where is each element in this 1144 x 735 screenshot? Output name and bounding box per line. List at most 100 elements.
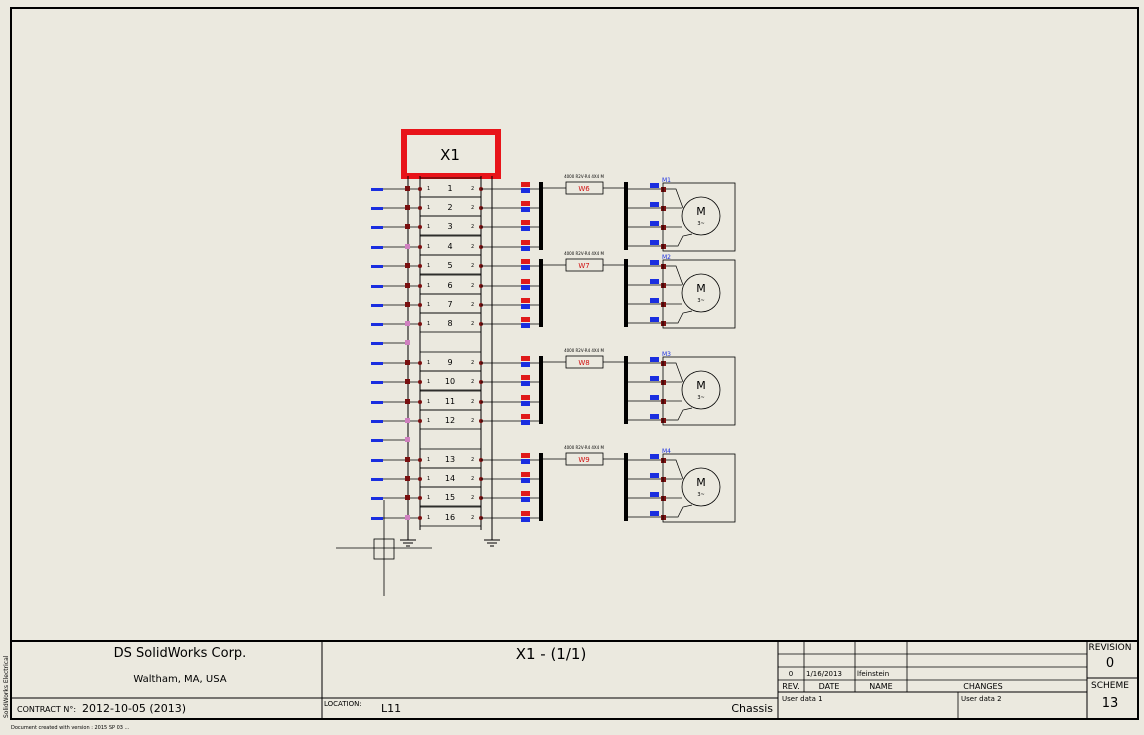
cable-spec: 4000 R2V-R4 4X4 M [564, 348, 604, 353]
wire-end-left [371, 362, 383, 365]
cable-spec: 4000 R2V-R4 4X4 M [564, 251, 604, 256]
terminal-number: 15 [445, 493, 455, 502]
cable-label-box [565, 452, 604, 466]
wire-end-left [371, 265, 383, 268]
connection-node [418, 477, 422, 481]
motor-internal-wire [666, 407, 693, 421]
motor-phase-label: 3~ [697, 395, 704, 401]
motor-phase-label: 3~ [697, 298, 704, 304]
cable-right-bar [624, 182, 628, 250]
motor-phase-label: 3~ [697, 221, 704, 227]
connection-node [418, 303, 422, 307]
cable-label: W9 [578, 456, 589, 464]
connection-node [418, 419, 422, 423]
terminal-number: 5 [447, 261, 452, 270]
terminal-pin-right: 2 [471, 379, 474, 385]
terminal-number: 1 [447, 184, 452, 193]
wire-end-left [371, 459, 383, 462]
location-value: L11 [381, 702, 401, 715]
terminal-pin-right: 2 [471, 224, 474, 230]
connection-node-left [405, 379, 410, 384]
rev-row-date: 1/16/2013 [806, 670, 842, 678]
terminal-pin-right: 2 [471, 399, 474, 405]
connection-node [418, 380, 422, 384]
contract-value: 2012-10-05 (2013) [82, 702, 186, 715]
cable-left-bar [539, 259, 543, 327]
wire-end-blue [521, 207, 530, 212]
cable-label: W7 [578, 262, 589, 270]
terminal-pin-right: 2 [471, 321, 474, 327]
connection-node-left [405, 457, 410, 462]
ground-symbol-left [400, 539, 416, 547]
terminal-pin-left: 1 [427, 205, 430, 211]
motor-box [662, 182, 736, 252]
location-label: LOCATION: [324, 700, 362, 708]
side-product-text: SolidWorks Electrical [3, 655, 10, 718]
wire-end-blue [521, 478, 530, 483]
terminal-number: 6 [447, 281, 452, 290]
motor-node [661, 361, 666, 366]
wire-end-blue [521, 304, 530, 309]
motor-node [661, 477, 666, 482]
user-data-1: User data 1 [782, 695, 823, 703]
motor-wire-end [650, 357, 659, 362]
wire-end-left [371, 420, 383, 423]
motor-wire-end [650, 473, 659, 478]
motor-symbol-letter: M [696, 205, 706, 218]
motor-symbol-circle [681, 196, 721, 236]
cable-label-box [565, 258, 604, 272]
wire-end-red [521, 414, 530, 419]
motor-wire-end [650, 202, 659, 207]
wire-end-blue [521, 188, 530, 193]
motor-symbol-letter: M [696, 476, 706, 489]
wire-end-blue [521, 226, 530, 231]
motor-node [661, 380, 666, 385]
motor-wire-end [650, 183, 659, 188]
motor-internal-wire [666, 265, 684, 286]
terminal-pin-right: 2 [471, 244, 474, 250]
cable-label-box [565, 355, 604, 369]
strip-tag[interactable]: X1 [440, 146, 460, 164]
motor-internal-wire [666, 310, 693, 324]
motor-internal-wire [666, 459, 684, 480]
terminal-pin-right: 2 [471, 495, 474, 501]
terminal-pin-right: 2 [471, 360, 474, 366]
connection-node [418, 361, 422, 365]
wire-end-red [521, 317, 530, 322]
terminal-pin-right: 2 [471, 302, 474, 308]
terminal-pin-right: 2 [471, 283, 474, 289]
wire-end-blue [521, 459, 530, 464]
connection-node [418, 516, 422, 520]
wire-end-left [371, 342, 383, 345]
wire-end-blue [521, 381, 530, 386]
terminal-pin-left: 1 [427, 457, 430, 463]
motor-internal-wire [666, 233, 693, 247]
motor-symbol-circle [681, 467, 721, 507]
wire-end-left [371, 401, 383, 404]
wire-end-left [371, 381, 383, 384]
wire-end-blue [521, 323, 530, 328]
connection-node [418, 458, 422, 462]
wire-end-blue [521, 362, 530, 367]
connection-node-left [405, 186, 410, 191]
motor-tag: M2 [662, 254, 671, 261]
scheme-value: 13 [1102, 696, 1119, 711]
wire-end-blue [521, 401, 530, 406]
wire-end-red [521, 395, 530, 400]
user-data-2: User data 2 [961, 695, 1002, 703]
connection-node-left [405, 224, 410, 229]
motor-internal-wire [666, 188, 684, 209]
motor-node [661, 283, 666, 288]
terminal-pin-left: 1 [427, 186, 430, 192]
wire-end-left [371, 207, 383, 210]
terminal-number: 9 [447, 358, 452, 367]
connection-node [418, 225, 422, 229]
motor-wire-end [650, 492, 659, 497]
terminal-pin-left: 1 [427, 244, 430, 250]
wire-end-blue [521, 246, 530, 251]
terminal-pin-left: 1 [427, 321, 430, 327]
cable-spec: 4000 R2V-R4 4X4 M [564, 174, 604, 179]
connection-node-left [405, 340, 410, 345]
motor-internal-wire [666, 362, 684, 383]
